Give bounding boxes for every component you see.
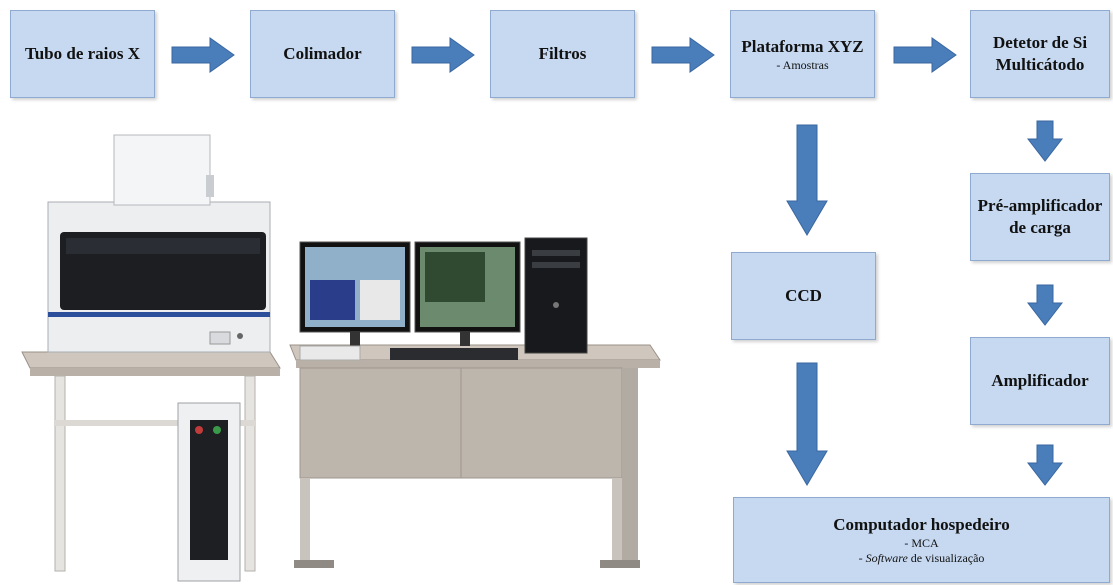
node-filters: Filtros (490, 10, 635, 98)
node-label: Filtros (538, 44, 587, 63)
node-label: Tubo de raios X (24, 44, 141, 63)
node-xyz-stage: Plataforma XYZ - Amostras (730, 10, 875, 98)
node-label: Plataforma XYZ (741, 36, 864, 56)
arrow-right-icon (171, 37, 235, 73)
node-charge-preamplifier: Pré-amplificador de carga (970, 173, 1110, 261)
left-table (21, 351, 281, 572)
node-sublabel-mca: - MCA (904, 536, 939, 550)
node-collimator: Colimador (250, 10, 395, 98)
node-x-ray-tube: Tubo de raios X (10, 10, 155, 98)
node-label-line1: Pré-amplificador (977, 196, 1103, 215)
arrow-right-icon (651, 37, 715, 73)
node-label-line2: Multicátodo (995, 55, 1085, 74)
right-desk (289, 344, 661, 568)
node-amplifier: Amplificador (970, 337, 1110, 425)
spectrometer-unit (47, 134, 271, 353)
arrow-right-icon (411, 37, 475, 73)
node-label: Computador hospedeiro (833, 515, 1010, 534)
arrow-down-icon (1026, 120, 1064, 162)
arrow-right-icon (893, 37, 957, 73)
arrow-down-icon (1026, 444, 1064, 486)
node-host-computer: Computador hospedeiro - MCA - Software d… (733, 497, 1110, 583)
monitors (299, 241, 521, 346)
arrow-down-icon (1026, 284, 1064, 326)
node-label-line1: Detetor de Si (992, 33, 1088, 52)
control-box (177, 402, 241, 582)
keyboard (299, 345, 518, 361)
node-label: Colimador (283, 44, 362, 63)
node-si-detector: Detetor de Si Multicátodo (970, 10, 1110, 98)
xrf-instrument-photo (21, 134, 661, 582)
arrow-down-icon (786, 362, 828, 486)
node-ccd: CCD (731, 252, 876, 340)
arrow-down-icon (786, 124, 828, 236)
node-label-line2: de carga (1009, 218, 1071, 237)
node-label: Amplificador (991, 371, 1089, 390)
node-sublabel: - Amostras (776, 57, 829, 72)
tower-pc (524, 237, 588, 354)
node-label: CCD (785, 286, 822, 305)
node-sublabel-software: - Software de visualização (858, 551, 985, 565)
